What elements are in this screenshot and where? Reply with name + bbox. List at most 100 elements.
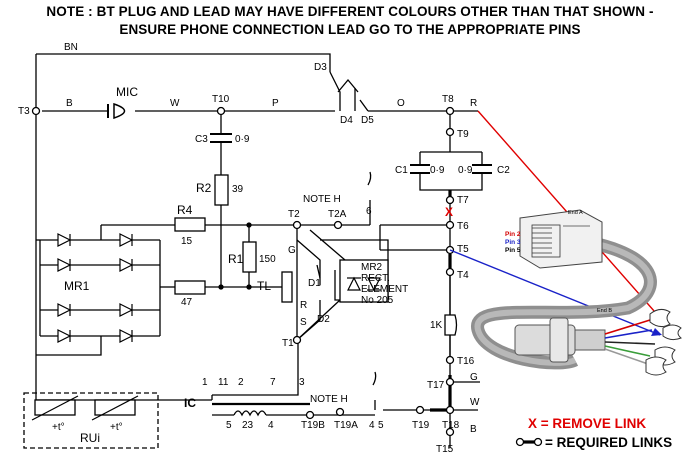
wire-label-bn: BN: [64, 42, 78, 53]
wire-label-s: S: [300, 317, 307, 328]
junction-dot: [246, 284, 252, 290]
r2-value: 39: [232, 184, 244, 195]
t10-node: [216, 106, 226, 116]
wire-label-g: G: [470, 372, 478, 383]
c2-value: 0·9: [458, 165, 473, 176]
t19a-label: T19A: [334, 420, 358, 431]
coil-2: 2: [238, 377, 244, 388]
t6-node: [445, 220, 455, 230]
t4-node: [445, 267, 455, 277]
mr2-label-rect: RECT.: [361, 273, 390, 284]
t5-label: T5: [457, 244, 469, 255]
coil-5: 5: [226, 420, 232, 431]
mic-icon: [107, 102, 126, 120]
rui-dashed-box: [23, 392, 159, 449]
c3-label: C3: [195, 134, 208, 145]
mic-label: MIC: [116, 85, 138, 99]
wire-label-p: P: [272, 98, 279, 109]
t19b-node: [305, 410, 315, 420]
note-h-top: NOTE H: [303, 194, 341, 205]
r1-label: R1: [228, 252, 244, 266]
c1-label: C1: [395, 165, 408, 176]
hook-switch-contacts: [329, 71, 369, 112]
mr2-label-element: ELEMENT: [361, 284, 408, 295]
t15-label: T15: [436, 444, 454, 455]
c2-label: C2: [497, 165, 510, 176]
mr1-label: MR1: [64, 279, 90, 293]
t1-label: T1: [282, 338, 294, 349]
header-note-line2: ENSURE PHONE CONNECTION LEAD GO TO THE A…: [119, 22, 581, 37]
t7-label: T7: [457, 195, 469, 206]
wire-label-r-small: R: [300, 300, 307, 311]
mr2-label: MR2: [361, 262, 383, 273]
switch-4-label: 4: [369, 420, 375, 431]
t17-label: T17: [427, 380, 445, 391]
t1-node: [292, 335, 302, 345]
r4-resistor: [174, 217, 206, 232]
c3-value: 0·9: [235, 134, 250, 145]
ic-label: IC: [184, 396, 196, 410]
d1-label: D1: [308, 278, 321, 289]
t9-label: T9: [457, 129, 469, 140]
r4-value: 15: [181, 236, 193, 247]
plug-end-a-label: End A: [568, 210, 583, 216]
tl-label: TL: [257, 279, 271, 293]
t9-node: [445, 127, 455, 137]
t19b-label: T19B: [301, 420, 325, 431]
t19a-node: [335, 407, 345, 417]
wire-label-w: W: [170, 98, 180, 109]
coil-1: 1: [202, 377, 208, 388]
wire-label-w-right: W: [470, 397, 480, 408]
t2a-label: T2A: [328, 209, 347, 220]
plug-pins: [531, 224, 561, 258]
coil-4: 4: [268, 420, 274, 431]
r1-value: 150: [259, 254, 276, 265]
mr1-bridge: [57, 233, 134, 343]
legend-remove-link: X = REMOVE LINK: [528, 416, 646, 431]
k-label: 1K: [430, 320, 443, 331]
schematic-wires: [35, 53, 483, 448]
mr2-diodes: [347, 276, 381, 292]
coil-3: 3: [299, 377, 305, 388]
header-note-line1: NOTE : BT PLUG AND LEAD MAY HAVE DIFFERE…: [46, 4, 654, 19]
t16-node: [445, 355, 455, 365]
wire-label-b-right: B: [470, 424, 477, 435]
thermistor-right-label: +t°: [110, 422, 123, 433]
pin2-label: Pin 2: [505, 231, 521, 238]
pin5-label: Pin 5: [505, 247, 521, 254]
wire-label-r: R: [470, 98, 477, 109]
t18-label: T18: [442, 420, 460, 431]
mr2-label-no: No 205: [361, 295, 394, 306]
coil-11: 11: [218, 377, 229, 388]
t2-node: [292, 220, 302, 230]
switch-6-label: 6: [366, 206, 372, 217]
t7-node: [445, 195, 455, 205]
t17-node: [445, 377, 455, 387]
tl-lamp: [281, 271, 293, 303]
t15-node: [445, 427, 455, 437]
ic-transformer: [212, 402, 310, 417]
rui-label: RUi: [80, 431, 100, 445]
switch-5-label: 5: [378, 420, 384, 431]
bt-plug-lead-illustration: [471, 209, 682, 376]
switch-contacts: [316, 171, 377, 410]
k-resistor: [444, 314, 458, 336]
wire-label-g-small: G: [288, 245, 296, 256]
r47-value: 47: [181, 297, 193, 308]
note-h-bottom: NOTE H: [310, 394, 348, 405]
t3-node: [31, 106, 41, 116]
t19-label: T19: [412, 420, 430, 431]
thermistor-marks: [31, 395, 139, 421]
t18-node: [445, 405, 455, 415]
junction-dot: [246, 222, 252, 228]
t8-node: [445, 106, 455, 116]
r47-resistor: [174, 280, 206, 295]
pin3-label: Pin 3: [505, 239, 521, 246]
coil-7: 7: [270, 377, 276, 388]
t10-label: T10: [212, 94, 230, 105]
t4-label: T4: [457, 270, 469, 281]
legend-required-links: = REQUIRED LINKS: [545, 435, 672, 450]
t8-label: T8: [442, 94, 454, 105]
d5-label: D5: [361, 115, 374, 126]
